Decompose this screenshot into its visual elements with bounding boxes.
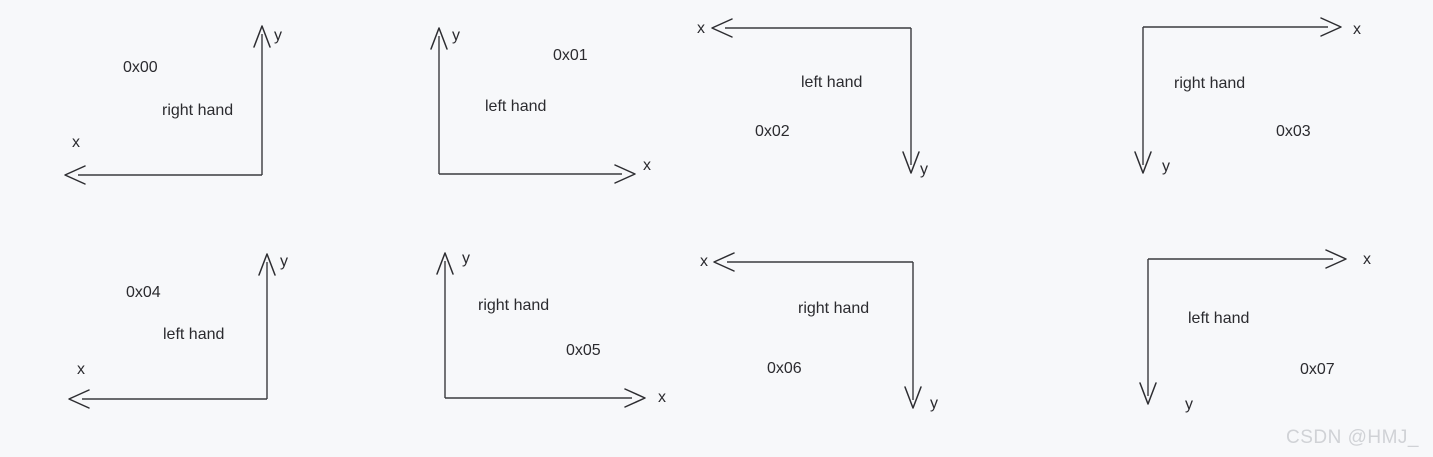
- x-axis-label: x: [1363, 251, 1371, 268]
- y-axis-arrowhead: [904, 386, 922, 409]
- coordinate-panel-0x05: y x 0x05 right hand: [400, 228, 700, 457]
- x-axis-label: x: [697, 20, 705, 37]
- panel-code-label: 0x00: [123, 59, 158, 76]
- y-axis-label: y: [1185, 396, 1193, 413]
- y-axis-label: y: [920, 161, 928, 178]
- handedness-label: right hand: [798, 300, 870, 317]
- handedness-label: left hand: [801, 74, 863, 91]
- handedness-label: left hand: [1188, 310, 1250, 327]
- coordinate-panel-0x03: x y 0x03 right hand: [1100, 0, 1433, 228]
- coordinate-panel-0x01: y x 0x01 left hand: [400, 0, 700, 228]
- panel-code-label: 0x05: [566, 342, 601, 359]
- handedness-label: right hand: [162, 102, 234, 119]
- x-axis-arrowhead: [614, 164, 636, 184]
- coordinate-panel-0x02: x y 0x02 left hand: [680, 0, 980, 228]
- y-axis-arrowhead: [902, 151, 920, 174]
- panel-code-label: 0x02: [755, 123, 790, 140]
- y-axis-label: y: [274, 27, 282, 44]
- x-axis-arrowhead: [1320, 17, 1342, 37]
- x-axis-label: x: [72, 134, 80, 151]
- y-axis-label: y: [280, 253, 288, 270]
- x-axis-label: x: [77, 361, 85, 378]
- x-axis-label: x: [1353, 21, 1361, 38]
- panel-code-label: 0x07: [1300, 361, 1335, 378]
- panel-code-label: 0x01: [553, 47, 588, 64]
- coordinate-panel-0x07: x y 0x07 left hand: [1100, 228, 1433, 457]
- handedness-label: left hand: [485, 98, 547, 115]
- y-axis-arrowhead: [258, 253, 276, 276]
- csdn-watermark: CSDN @HMJ_: [1285, 427, 1419, 448]
- x-axis-label: x: [700, 253, 708, 270]
- x-axis-arrowhead: [713, 252, 735, 272]
- x-axis-arrowhead: [64, 165, 86, 185]
- y-axis-arrowhead: [1134, 151, 1152, 174]
- y-axis-arrowhead: [436, 252, 454, 275]
- y-axis-label: y: [452, 27, 460, 44]
- panel-code-label: 0x03: [1276, 123, 1311, 140]
- handedness-label: left hand: [163, 326, 225, 343]
- x-axis-arrowhead: [68, 389, 90, 409]
- coordinate-panel-0x06: x y 0x06 right hand: [680, 228, 980, 457]
- x-axis-arrowhead: [1325, 249, 1347, 269]
- panel-code-label: 0x04: [126, 284, 161, 301]
- x-axis-label: x: [658, 389, 666, 406]
- y-axis-label: y: [1162, 158, 1170, 175]
- y-axis-arrowhead: [1139, 382, 1157, 405]
- y-axis-label: y: [930, 395, 938, 412]
- handedness-label: right hand: [478, 297, 550, 314]
- coordinate-panel-0x00: y x 0x00 right hand: [0, 0, 360, 228]
- handedness-label: right hand: [1174, 75, 1246, 92]
- coordinate-panel-0x04: y x 0x04 left hand: [0, 228, 360, 457]
- y-axis-arrowhead: [430, 27, 448, 50]
- y-axis-label: y: [462, 250, 470, 267]
- panel-code-label: 0x06: [767, 360, 802, 377]
- x-axis-label: x: [643, 157, 651, 174]
- x-axis-arrowhead: [711, 18, 733, 38]
- x-axis-arrowhead: [624, 388, 646, 408]
- y-axis-arrowhead: [253, 25, 271, 48]
